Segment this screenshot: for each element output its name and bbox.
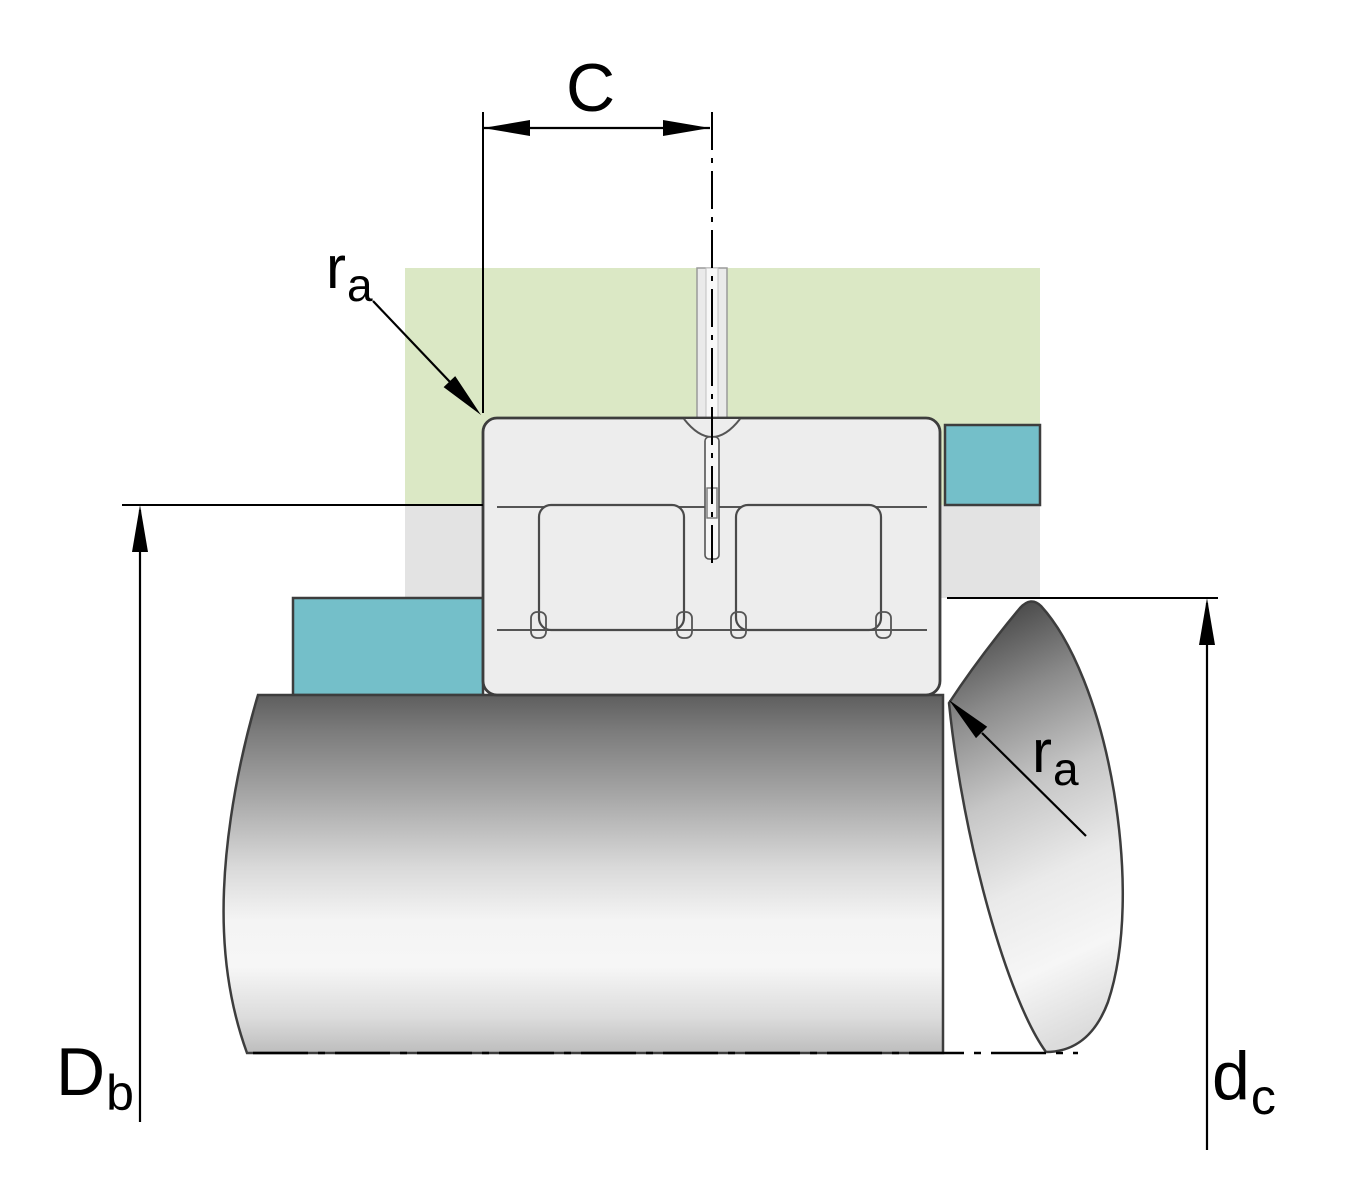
ra-top-arrow-icon <box>443 376 481 415</box>
roller-row-right <box>734 503 883 632</box>
dim-label-ra-top-text: r <box>326 234 346 301</box>
roller-row-left <box>537 503 686 632</box>
dim-c-arrow-right-icon <box>663 120 710 136</box>
dim-label-dc: dc <box>1212 1042 1276 1122</box>
housing-abutment-ring <box>943 423 1042 507</box>
ra-bottom-arrow-icon <box>949 700 988 739</box>
shaft-shoulder <box>947 600 1124 1054</box>
dim-db-arrow-icon <box>132 505 148 552</box>
ra-top-leader-line <box>372 300 451 383</box>
dim-label-c: C <box>566 54 615 122</box>
dim-label-db-text: D <box>56 1034 106 1110</box>
dim-dc-arrow-icon <box>1199 598 1215 645</box>
dim-label-dc-text: d <box>1212 1038 1250 1114</box>
dim-label-ra-bottom: ra <box>1032 722 1079 793</box>
dim-label-db: Db <box>56 1038 134 1118</box>
shaft <box>222 693 945 1055</box>
ra-bottom-leader-line <box>981 732 1087 837</box>
dim-label-ra-top: ra <box>326 238 373 309</box>
retaining-lip-4 <box>875 611 892 639</box>
retaining-lip-2 <box>676 611 693 639</box>
dim-label-c-text: C <box>566 50 616 126</box>
dim-label-ra-top-sub: a <box>346 259 373 311</box>
dim-label-dc-sub: c <box>1250 1069 1276 1125</box>
retaining-lip-1 <box>530 611 547 639</box>
retaining-lip-3 <box>730 611 747 639</box>
dim-label-ra-bottom-text: r <box>1032 718 1052 785</box>
shaft-abutment-ring <box>291 596 485 697</box>
dim-c-arrow-left-icon <box>483 120 530 136</box>
dim-label-ra-bottom-sub: a <box>1052 743 1079 795</box>
dim-label-db-sub: b <box>106 1065 134 1121</box>
